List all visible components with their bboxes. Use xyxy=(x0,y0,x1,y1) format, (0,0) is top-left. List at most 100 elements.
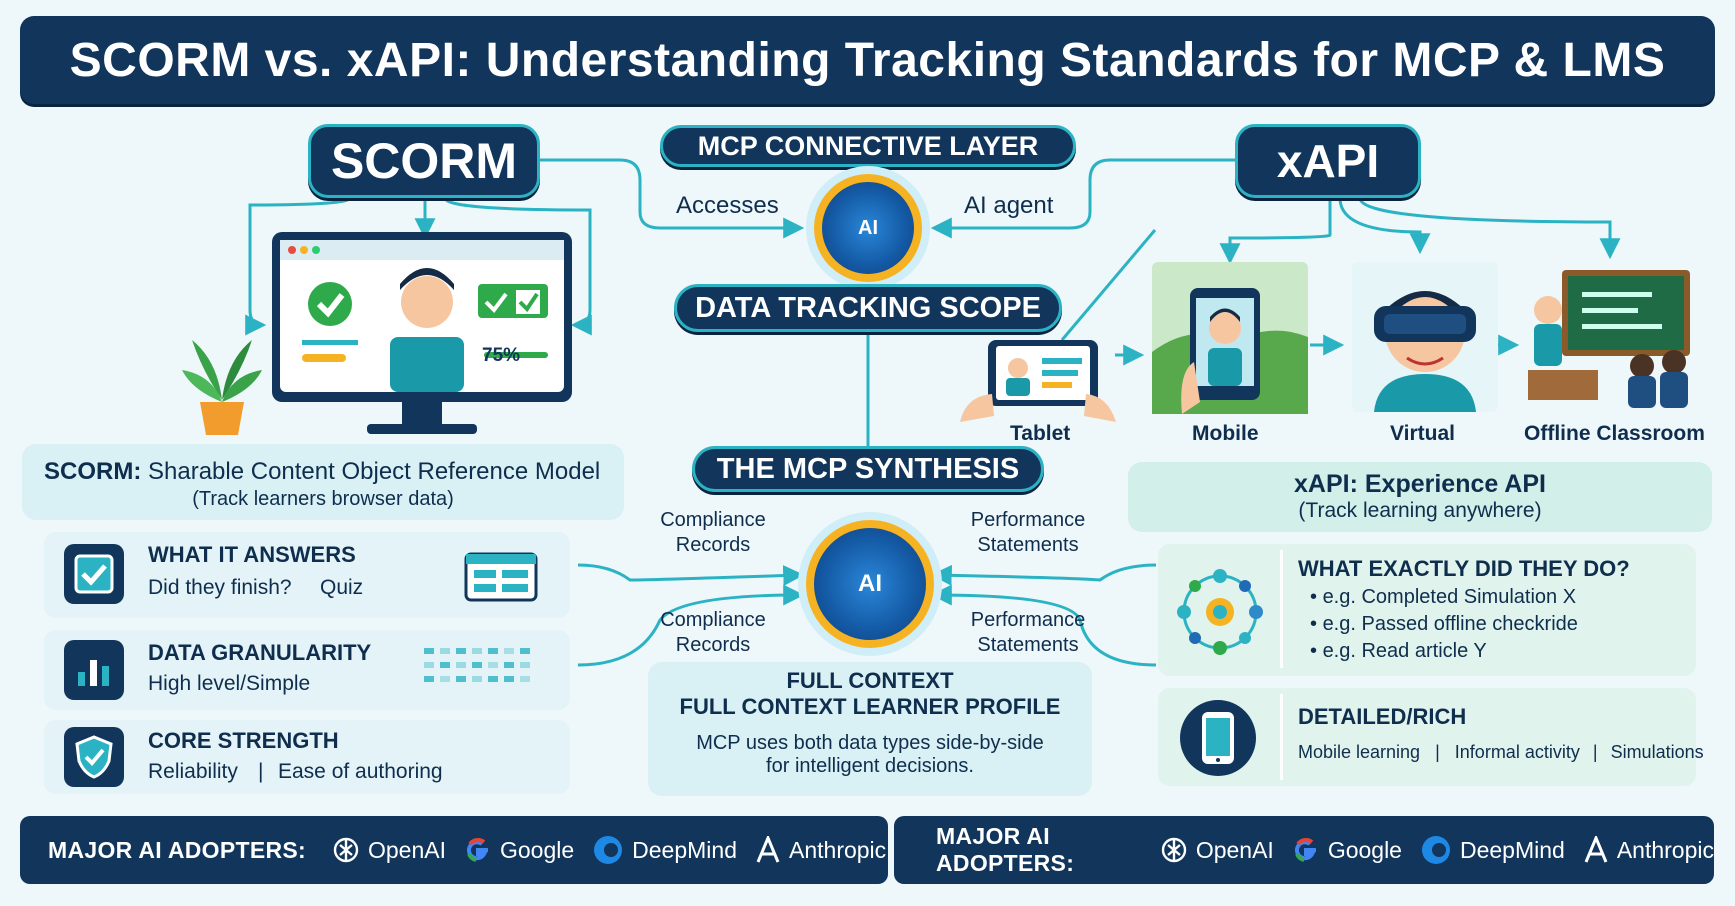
example-item: • e.g. Read article Y xyxy=(1310,640,1487,662)
scorm-def-title: SCORM: xyxy=(44,458,142,485)
performance-statements-bottom: Performance Statements xyxy=(948,608,1108,658)
divider xyxy=(1280,550,1283,668)
vr-headset-illustration xyxy=(1352,262,1498,417)
browser-window-icon xyxy=(464,552,538,607)
device-label-classroom: Offline Classroom xyxy=(1524,422,1705,445)
google-logo-icon xyxy=(1294,838,1316,862)
mcp-synthesis: THE MCP SYNTHESIS xyxy=(692,446,1044,492)
adopters-bar-left: MAJOR AI ADOPTERS: OpenAI Google DeepMin… xyxy=(20,816,888,884)
device-label-tablet: Tablet xyxy=(1010,422,1071,445)
rich-item: Mobile learning xyxy=(1298,742,1421,762)
rich-item: Informal activity xyxy=(1454,742,1580,762)
brand-name: Anthropic xyxy=(789,836,887,863)
openai-logo-icon xyxy=(1161,837,1187,863)
label-line: Compliance xyxy=(660,609,766,631)
divider xyxy=(1280,694,1283,780)
compliance-records-top: Compliance Records xyxy=(640,508,786,558)
row-title: DATA GRANULARITY xyxy=(148,640,372,665)
separator: | xyxy=(1592,742,1598,762)
brand-name: Google xyxy=(1327,836,1402,863)
brand-name: DeepMind xyxy=(1459,836,1565,863)
page-title: SCORM vs. xAPI: Understanding Tracking S… xyxy=(20,16,1715,104)
rich-items: Mobile learning | Informal activity | Si… xyxy=(1298,742,1704,763)
data-tracking-scope: DATA TRACKING SCOPE xyxy=(674,284,1062,332)
label-line: Performance xyxy=(970,509,1086,531)
example-text: e.g. Passed offline checkride xyxy=(1322,613,1578,635)
brand-google: Google xyxy=(1292,836,1402,864)
xapi-row-what: WHAT EXACTLY DID THEY DO? • e.g. Complet… xyxy=(1158,544,1696,676)
example-text: e.g. Read article Y xyxy=(1322,640,1487,662)
scorm-definition: SCORM: Sharable Content Object Reference… xyxy=(22,444,624,520)
bar-chart-icon xyxy=(64,640,124,700)
brand-openai: OpenAI xyxy=(332,836,446,864)
tablet-illustration xyxy=(958,336,1118,427)
xapi-def-sub: (Track learning anywhere) xyxy=(1298,499,1542,522)
rich-item: Simulations xyxy=(1610,742,1704,762)
adopters-bar-right: MAJOR AI ADOPTERS: OpenAI Google DeepMin… xyxy=(894,816,1714,884)
scorm-def-name: Sharable Content Object Reference Model xyxy=(148,458,601,485)
label-line: Statements xyxy=(977,534,1079,556)
brand-openai: OpenAI xyxy=(1160,836,1274,864)
brand-name: OpenAI xyxy=(367,836,446,863)
separator: | xyxy=(258,760,264,783)
brand-anthropic: Anthropic xyxy=(1583,836,1714,864)
scorm-row-answers: WHAT IT ANSWERS Did they finish? Quiz xyxy=(44,532,570,618)
label-line: Records xyxy=(675,634,751,656)
xapi-heading: xAPI xyxy=(1235,124,1421,198)
label-line: Compliance xyxy=(660,509,766,531)
brand-name: Anthropic xyxy=(1616,836,1714,863)
compliance-records-bottom: Compliance Records xyxy=(640,608,786,658)
brand-google: Google xyxy=(464,836,574,864)
row-title: WHAT EXACTLY DID THEY DO? xyxy=(1298,556,1630,581)
monitor-percent: 75% xyxy=(482,345,521,366)
xapi-row-rich: DETAILED/RICH Mobile learning | Informal… xyxy=(1158,688,1704,786)
context-line-2: FULL CONTEXT LEARNER PROFILE xyxy=(679,694,1061,719)
performance-statements-top: Performance Statements xyxy=(948,508,1108,558)
brand-name: DeepMind xyxy=(632,836,737,863)
ai-label: AI xyxy=(858,570,882,597)
adopters-label: MAJOR AI ADOPTERS: xyxy=(936,823,1075,876)
scorm-row-granularity: DATA GRANULARITY High level/Simple xyxy=(44,630,570,710)
mobile-illustration xyxy=(1152,262,1308,419)
brand-name: Google xyxy=(499,836,575,863)
device-label-virtual: Virtual xyxy=(1390,422,1455,445)
row-title: DETAILED/RICH xyxy=(1298,704,1467,729)
scorm-heading: SCORM xyxy=(308,124,540,198)
ai-agent-label: AI agent xyxy=(964,192,1054,219)
row-text-a: Did they finish? xyxy=(148,576,292,599)
deepmind-logo-icon xyxy=(594,836,623,864)
anthropic-logo-icon xyxy=(756,836,780,863)
network-nodes-icon xyxy=(1170,564,1270,665)
label-line: Records xyxy=(675,534,751,556)
label-line: Statements xyxy=(977,634,1079,656)
checkbox-icon xyxy=(64,544,124,604)
row-text-b: Ease of authoring xyxy=(278,760,443,783)
row-title: WHAT IT ANSWERS xyxy=(148,542,356,567)
pixel-grid-icon xyxy=(424,648,544,699)
anthropic-logo-icon xyxy=(1584,836,1608,863)
scorm-row-strength: CORE STRENGTH Reliability | Ease of auth… xyxy=(44,720,570,794)
openai-logo-icon xyxy=(333,837,359,863)
google-logo-icon xyxy=(466,838,488,862)
accesses-label: Accesses xyxy=(676,192,779,219)
shield-icon xyxy=(64,727,124,787)
row-title: CORE STRENGTH xyxy=(148,728,339,753)
device-label-mobile: Mobile xyxy=(1192,422,1259,445)
smartphone-icon xyxy=(1178,698,1258,783)
brand-deepmind: DeepMind xyxy=(1420,834,1565,866)
xapi-def-title: xAPI: Experience API xyxy=(1294,470,1546,498)
deepmind-logo-icon xyxy=(1421,836,1450,864)
row-text-a: Reliability xyxy=(148,760,238,783)
plant-icon xyxy=(182,330,262,445)
example-item: • e.g. Passed offline checkride xyxy=(1310,613,1578,635)
adopters-label: MAJOR AI ADOPTERS: xyxy=(48,836,306,863)
example-text: e.g. Completed Simulation X xyxy=(1322,586,1577,608)
ai-brain-icon-top: AI xyxy=(814,174,922,282)
ai-label: AI xyxy=(858,216,878,239)
xapi-definition: xAPI: Experience API (Track learning any… xyxy=(1128,462,1712,532)
brand-anthropic: Anthropic xyxy=(755,836,886,864)
context-line-1: FULL CONTEXT xyxy=(786,668,954,693)
mcp-connective-layer: MCP CONNECTIVE LAYER xyxy=(660,125,1076,167)
desc-line-1: MCP uses both data types side-by-side xyxy=(696,732,1044,754)
